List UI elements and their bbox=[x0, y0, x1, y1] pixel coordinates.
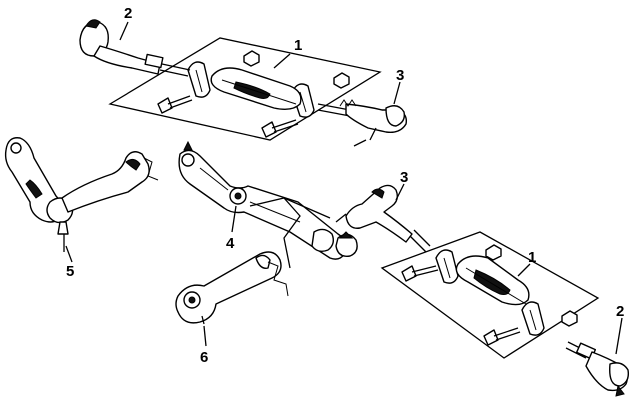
clamp-nut-upper-left bbox=[243, 50, 260, 67]
callout-4: 4 bbox=[226, 235, 235, 252]
clamp-bolt-lower-left bbox=[401, 265, 439, 282]
adjuster-sleeve-assembly-upper bbox=[108, 37, 382, 141]
tie-rod-end-upper bbox=[79, 19, 191, 77]
idler-arm-bracket bbox=[61, 151, 159, 213]
pitman-arm bbox=[4, 137, 74, 252]
callout-3-lower: 3 bbox=[400, 169, 408, 186]
callout-leaders bbox=[65, 21, 623, 355]
callout-2-lower: 2 bbox=[616, 303, 624, 320]
callout-labels: 1 2 3 3 1 2 4 5 6 bbox=[66, 5, 624, 366]
center-link bbox=[178, 140, 358, 260]
callout-3-upper: 3 bbox=[396, 67, 404, 84]
tie-rod-end-lower bbox=[565, 341, 630, 397]
callout-5: 5 bbox=[66, 263, 74, 280]
clamp-upper-left bbox=[187, 61, 211, 98]
adjuster-sleeve-assembly-lower bbox=[380, 231, 600, 359]
clamp-nut-upper-right bbox=[333, 72, 350, 89]
clamp-nut-lower-left bbox=[485, 244, 502, 261]
inner-tie-rod-end-upper bbox=[317, 99, 408, 147]
clamp-bolt-upper-right bbox=[261, 119, 299, 138]
callout-2-upper: 2 bbox=[124, 5, 132, 22]
callout-1-upper: 1 bbox=[294, 37, 302, 54]
clamp-lower-right bbox=[521, 301, 545, 336]
callout-6: 6 bbox=[200, 349, 208, 366]
callout-1-lower: 1 bbox=[528, 249, 536, 266]
clamp-nut-lower-right bbox=[561, 310, 578, 327]
adjuster-sleeve-lower bbox=[455, 255, 530, 306]
clamp-lower-left bbox=[435, 249, 459, 284]
idler-arm bbox=[175, 251, 289, 325]
adjuster-sleeve-upper bbox=[210, 67, 302, 111]
clamp-bolt-lower-right bbox=[483, 327, 521, 346]
clamp-bolt-upper-left bbox=[157, 95, 193, 114]
frame-bracket-outline bbox=[249, 197, 331, 269]
